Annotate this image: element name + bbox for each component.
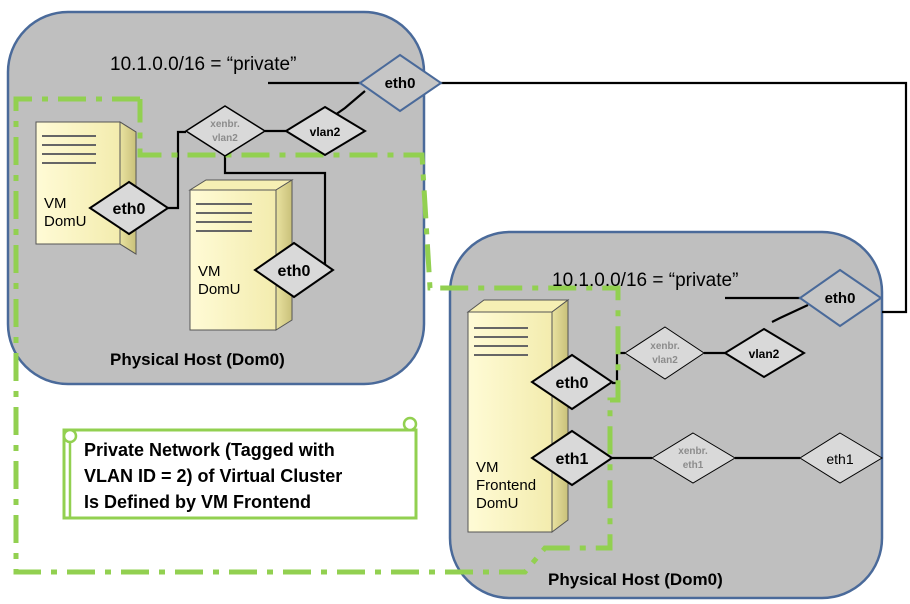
- frontend-eth1-node: [530, 429, 614, 487]
- host1-xenbr-label-1: xenbr.: [210, 119, 240, 130]
- host1-eth0-uplink-node: [358, 53, 443, 113]
- virtual-cluster-boundary: [13, 96, 621, 575]
- host2-xenbr-vlan2-node: [624, 326, 705, 380]
- host1-vlan2-node: [284, 105, 367, 157]
- vm2-eth0-label: eth0: [278, 263, 311, 280]
- host2-network-label: 10.1.0.0/16 = “private”: [552, 270, 738, 291]
- host2-eth1-uplink-label: eth1: [826, 451, 853, 467]
- host2-vlan2-label: vlan2: [749, 347, 780, 361]
- host2-eth1-uplink-node: [799, 432, 883, 484]
- frontend-eth0-label: eth0: [556, 375, 589, 392]
- host2-xenbr-vlan2-label-2: vlan2: [652, 355, 678, 366]
- callout-line-2: VLAN ID = 2) of Virtual Cluster: [84, 466, 342, 486]
- host1-eth0-uplink-label: eth0: [385, 75, 416, 92]
- host2-vlan2-node: [723, 327, 806, 379]
- host2-eth0-uplink-label: eth0: [825, 290, 856, 307]
- vm1-eth0-node: [88, 180, 170, 236]
- frontend-label-3: DomU: [476, 495, 519, 512]
- callout-box: [62, 416, 418, 520]
- host2-xenbr-eth1-node: [651, 432, 736, 484]
- callout-line-1: Private Network (Tagged with: [84, 440, 335, 460]
- host1-title: Physical Host (Dom0): [110, 350, 285, 369]
- frontend-server: [466, 299, 570, 533]
- frontend-eth0-node: [530, 353, 614, 411]
- host2-xenbr-eth1-label-2: eth1: [683, 460, 704, 471]
- vm2-label-2: DomU: [198, 281, 241, 298]
- callout-line-3: Is Defined by VM Frontend: [84, 492, 311, 512]
- frontend-label-2: Frontend: [476, 477, 536, 494]
- vm1-eth0-label: eth0: [113, 201, 146, 218]
- host2-xenbr-vlan2-label-1: xenbr.: [650, 341, 680, 352]
- vm2-label-1: VM: [198, 263, 221, 280]
- host1-vlan2-label: vlan2: [310, 125, 341, 139]
- vm2-eth0-node: [253, 241, 335, 299]
- host1-network-label: 10.1.0.0/16 = “private”: [110, 54, 296, 75]
- host1-xenbr-vlan2-node: [184, 105, 267, 157]
- vm1-label-2: DomU: [44, 213, 87, 230]
- vm1-label-1: VM: [44, 195, 67, 212]
- frontend-eth1-label: eth1: [556, 451, 589, 468]
- frontend-label-1: VM: [476, 459, 499, 476]
- host1-xenbr-label-2: vlan2: [212, 133, 238, 144]
- host2-eth0-uplink-node: [798, 268, 883, 328]
- host2-title: Physical Host (Dom0): [548, 570, 723, 589]
- host2-xenbr-eth1-label-1: xenbr.: [678, 446, 708, 457]
